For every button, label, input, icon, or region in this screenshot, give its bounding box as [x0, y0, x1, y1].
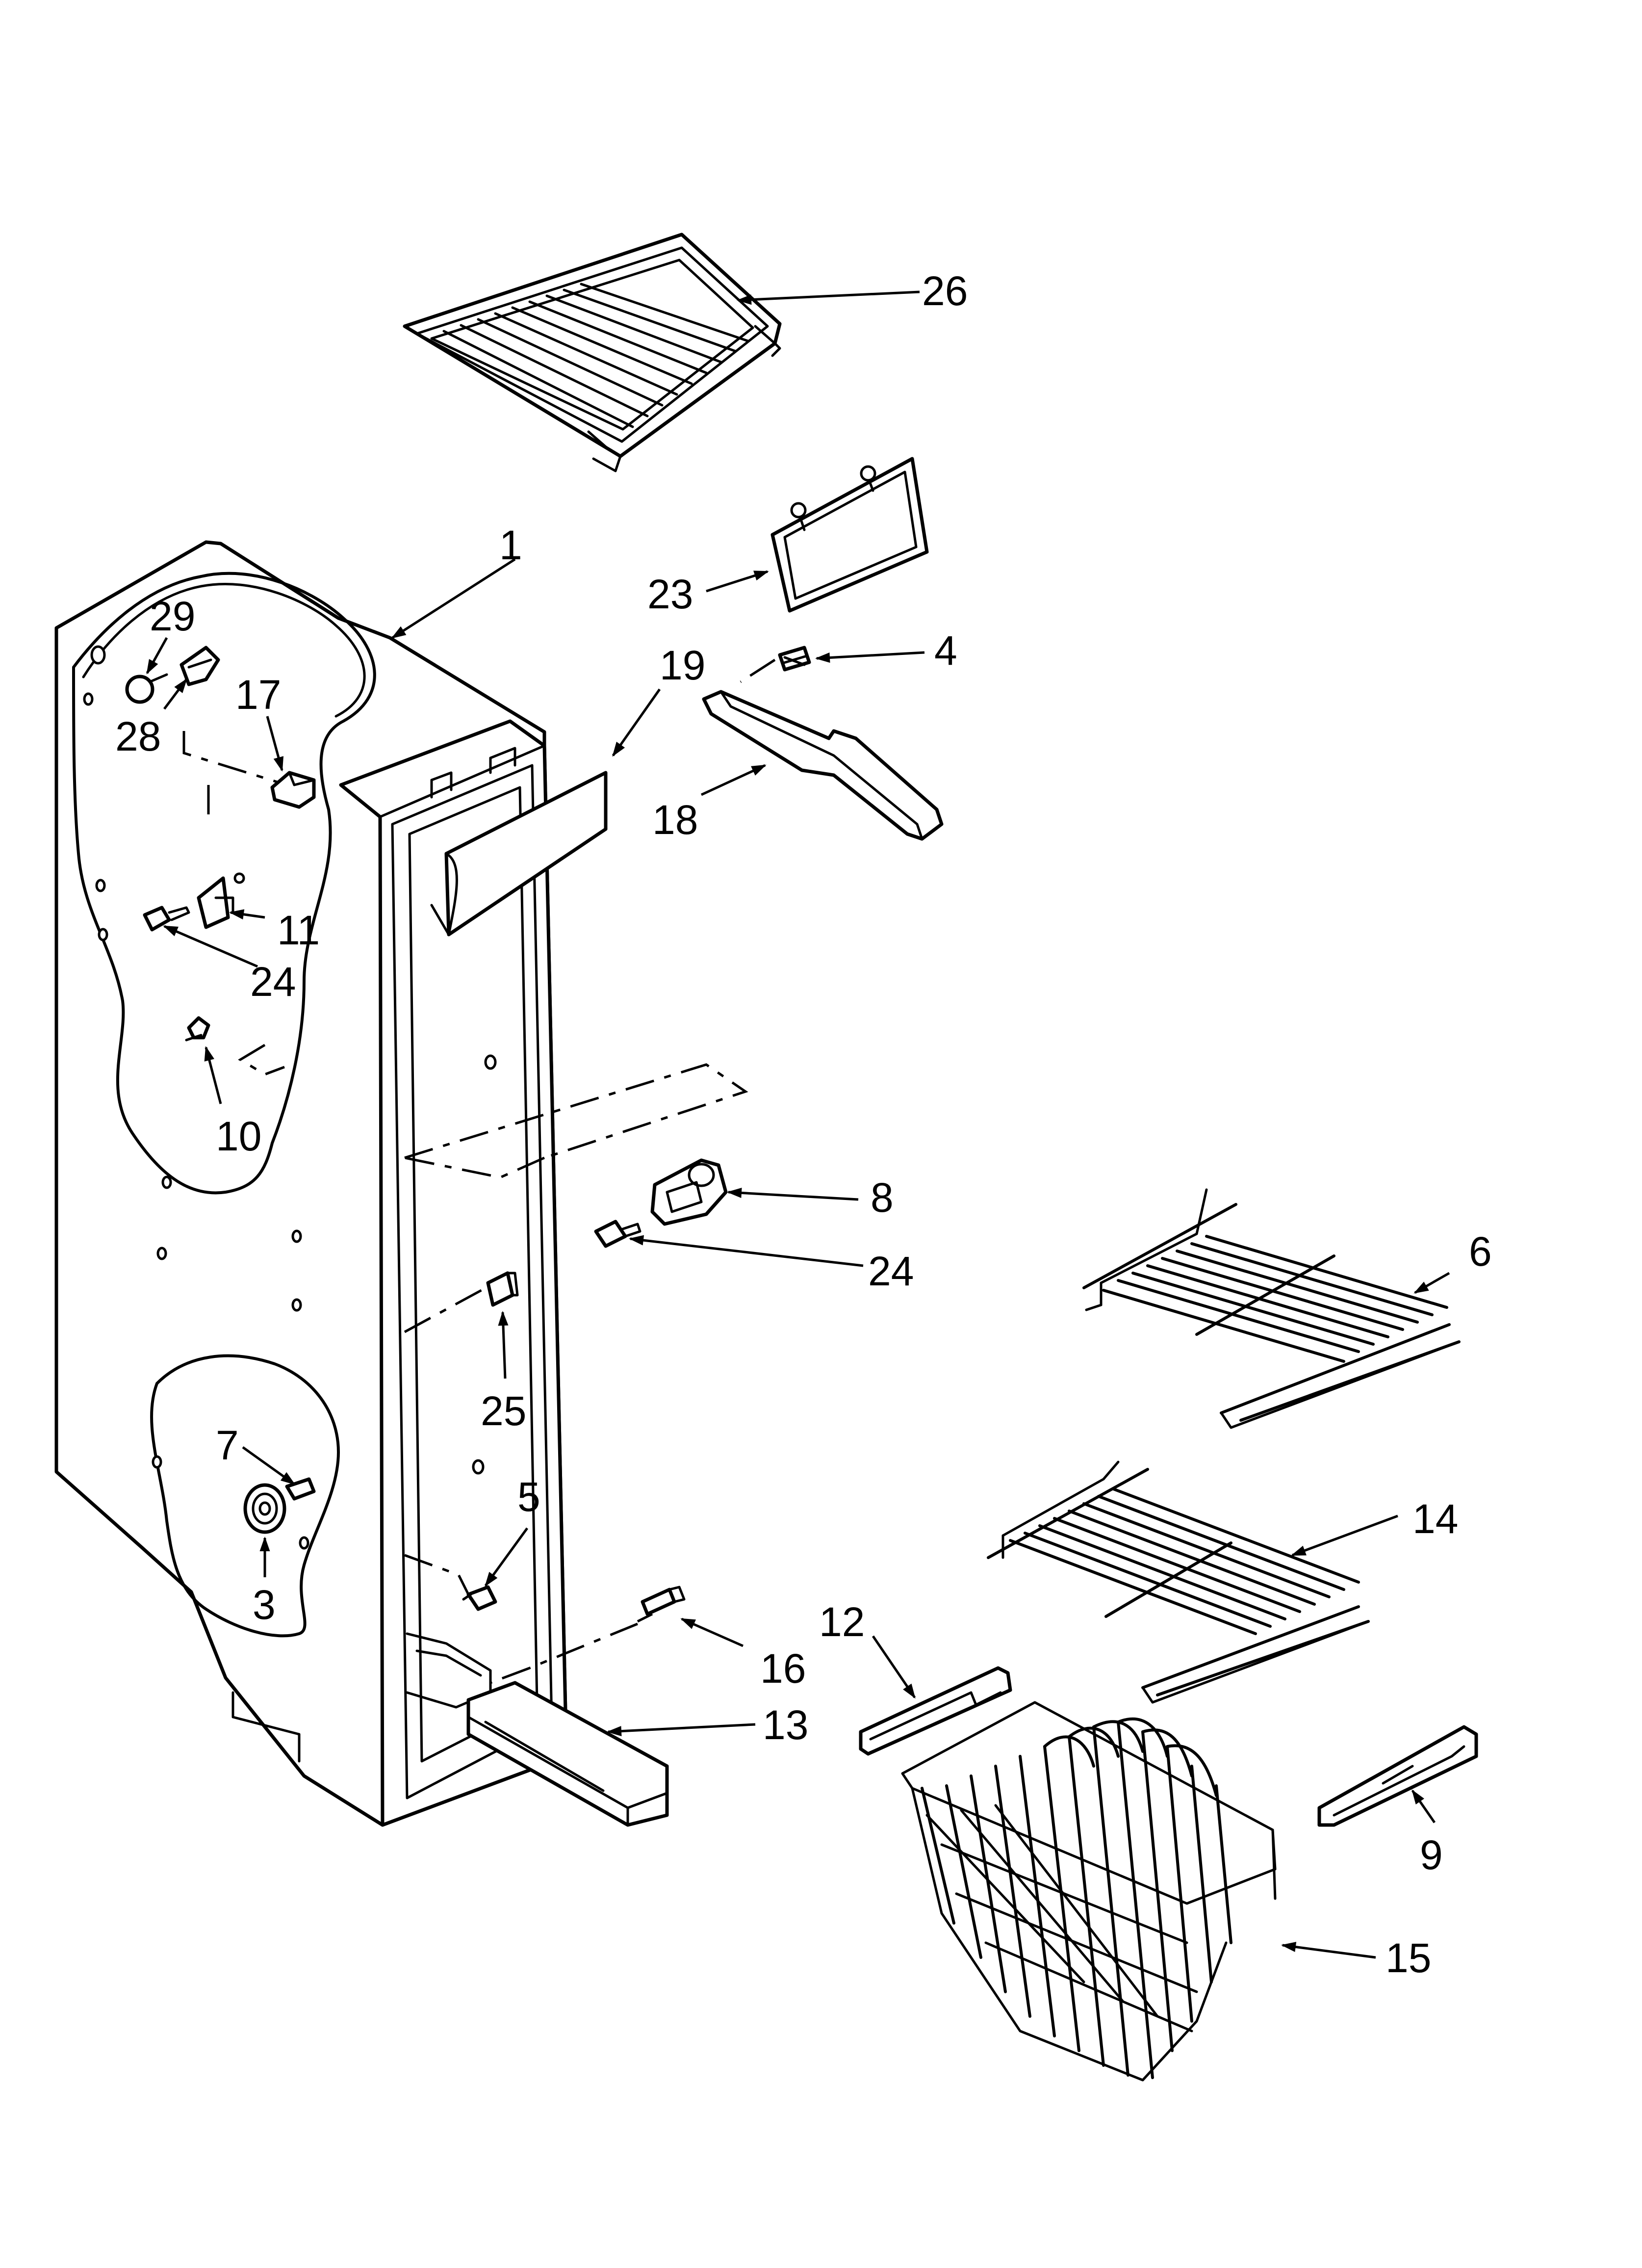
part-1-freezer-liner — [54, 540, 568, 1827]
callout-14: 14 — [1412, 1496, 1458, 1542]
callouts: 26 1 23 4 19 18 29 28 17 11 24 10 8 24 2… — [115, 268, 1492, 1981]
part-29-lamp-socket — [180, 646, 220, 686]
part-14-wire-shelf — [987, 1460, 1370, 1704]
callout-24-upper: 24 — [250, 959, 296, 1005]
callout-12: 12 — [819, 1599, 865, 1645]
callout-6: 6 — [1469, 1228, 1492, 1275]
reference-lines — [182, 731, 748, 1684]
callout-28: 28 — [115, 713, 161, 759]
callout-9: 9 — [1420, 1832, 1443, 1878]
part-5-screw — [462, 1585, 497, 1611]
callout-8: 8 — [871, 1174, 894, 1221]
part-9-trim — [1317, 1725, 1478, 1827]
part-19-label — [430, 771, 608, 937]
part-4-screw — [740, 646, 811, 683]
callout-15: 15 — [1385, 1935, 1431, 1981]
part-24-screw-middle — [594, 1220, 641, 1248]
callout-23: 23 — [647, 571, 693, 617]
callout-25: 25 — [481, 1388, 526, 1434]
part-18-rail — [702, 690, 944, 841]
callout-11: 11 — [277, 907, 320, 953]
leader-lines — [146, 290, 1450, 1959]
part-15-wire-basket — [901, 1701, 1277, 2082]
callout-18: 18 — [652, 797, 698, 843]
part-10-plug — [185, 1016, 210, 1042]
part-11-bracket — [197, 872, 245, 929]
part-16-screw — [641, 1586, 686, 1616]
part-24-screw-upper — [143, 906, 190, 932]
part-8-cam-bracket — [650, 1158, 728, 1226]
part-6-wire-shelf — [1082, 1188, 1461, 1429]
part-3-wheel — [243, 1483, 286, 1534]
callout-26: 26 — [922, 268, 968, 314]
callout-4: 4 — [934, 627, 957, 674]
callout-16: 16 — [760, 1645, 806, 1692]
callout-24-middle: 24 — [868, 1248, 914, 1294]
part-25-switch — [486, 1271, 519, 1307]
callout-17: 17 — [235, 672, 281, 718]
side-wall-holes — [83, 645, 497, 1550]
callout-19: 19 — [660, 642, 705, 688]
callout-7: 7 — [216, 1422, 239, 1468]
part-13-front-cover — [466, 1681, 669, 1827]
part-26-top-shelf — [403, 233, 782, 472]
part-7-axle — [285, 1477, 316, 1501]
part-17-clip — [270, 771, 316, 809]
part-12-handle — [859, 1666, 1012, 1756]
callout-10: 10 — [216, 1113, 261, 1159]
part-28-bulb — [125, 673, 168, 704]
callout-5: 5 — [517, 1474, 540, 1520]
part-23-panel-frame — [770, 457, 929, 613]
callout-3: 3 — [253, 1582, 276, 1628]
callout-13: 13 — [763, 1702, 808, 1748]
callout-1: 1 — [499, 522, 522, 568]
callout-29: 29 — [150, 593, 195, 639]
